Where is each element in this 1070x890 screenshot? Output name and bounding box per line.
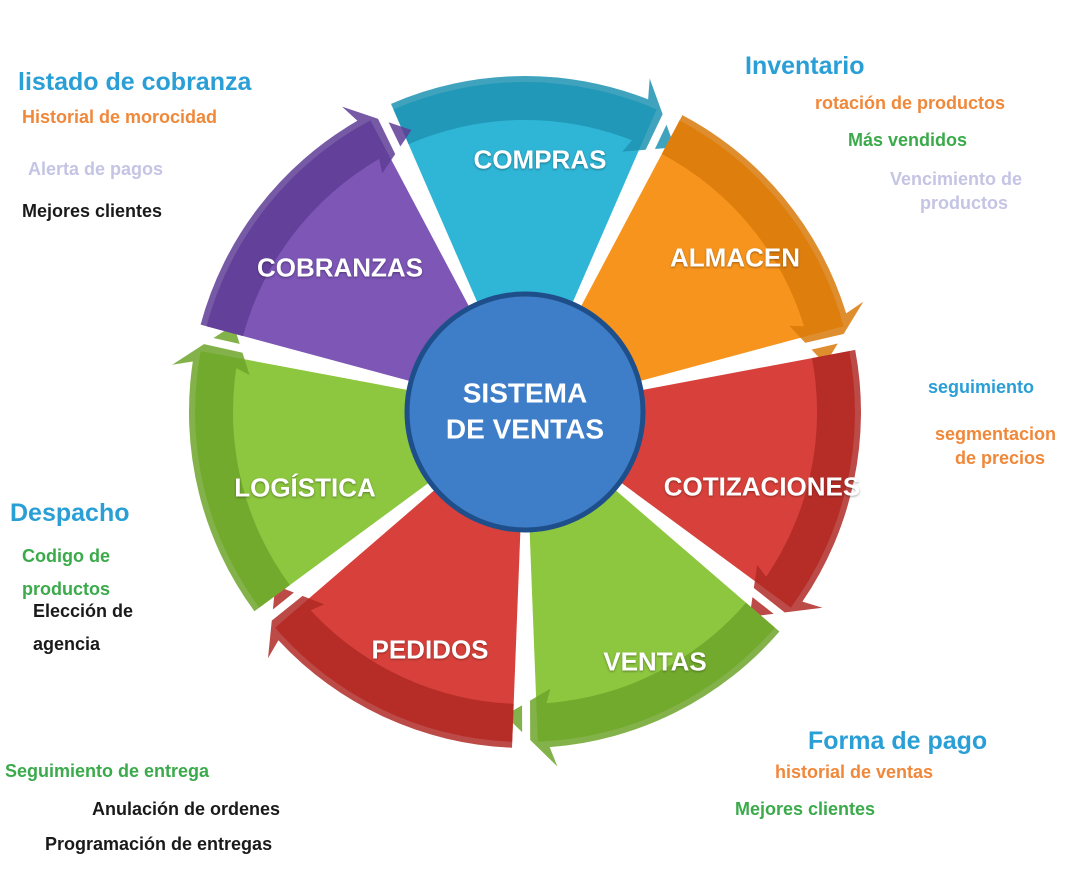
- arrow-icon: [504, 602, 780, 767]
- center-line-2: DE VENTAS: [445, 414, 605, 445]
- center-line-1: SISTEMA: [462, 377, 588, 409]
- note-item: agencia: [33, 634, 101, 654]
- note-item: Vencimiento de: [890, 169, 1023, 189]
- segment-label-almacen: ALMACEN: [670, 242, 800, 273]
- arrow-icon: [661, 115, 864, 365]
- segment-label-compras: COMPRAS: [473, 144, 607, 175]
- segment-label-pedidos: PEDIDOS: [371, 634, 489, 665]
- note-item: productos: [920, 193, 1008, 213]
- arrow-icon: [172, 324, 290, 612]
- note-item: Anulación de ordenes: [92, 799, 281, 819]
- note-title-forma-de-pago: Forma de pago: [808, 727, 988, 755]
- note-item: Mejores clientes: [22, 201, 163, 221]
- note-item: Mejores clientes: [735, 799, 876, 819]
- arrow-icon: [749, 349, 861, 617]
- note-title-despacho: Despacho: [10, 499, 130, 527]
- note-item: Seguimiento de entrega: [5, 761, 210, 781]
- note-item: rotación de productos: [815, 93, 1006, 113]
- segment-label-ventas: VENTAS: [603, 646, 707, 677]
- note-item: Programación de entregas: [45, 834, 273, 854]
- note-item: Alerta de pagos: [28, 159, 164, 179]
- note-item: seguimiento: [928, 377, 1035, 397]
- arrow-icon: [200, 106, 412, 337]
- note-title-inventario: Inventario: [745, 52, 865, 80]
- note-item: Elección de: [33, 601, 134, 621]
- segment-label-cotizaciones: COTIZACIONES: [663, 471, 861, 502]
- segment-wedge: [393, 82, 657, 413]
- center-title: SISTEMA DE VENTAS: [446, 376, 604, 449]
- arrow-icon: [391, 76, 675, 152]
- note-item: historial de ventas: [775, 762, 934, 782]
- segment-label-logistica: LOGÍSTICA: [234, 472, 376, 503]
- note-item: segmentacion: [935, 424, 1057, 444]
- note-title-cobranza: listado de cobranza: [18, 68, 252, 96]
- arrow-icon: [268, 585, 514, 748]
- note-item: Codigo de: [22, 546, 110, 566]
- note-item: productos: [22, 579, 110, 599]
- note-item: de precios: [955, 448, 1046, 468]
- segment-label-cobranzas: COBRANZAS: [256, 252, 424, 283]
- note-item: Más vendidos: [848, 130, 968, 150]
- center-circle: [404, 291, 646, 533]
- note-item: Historial de morocidad: [22, 107, 218, 127]
